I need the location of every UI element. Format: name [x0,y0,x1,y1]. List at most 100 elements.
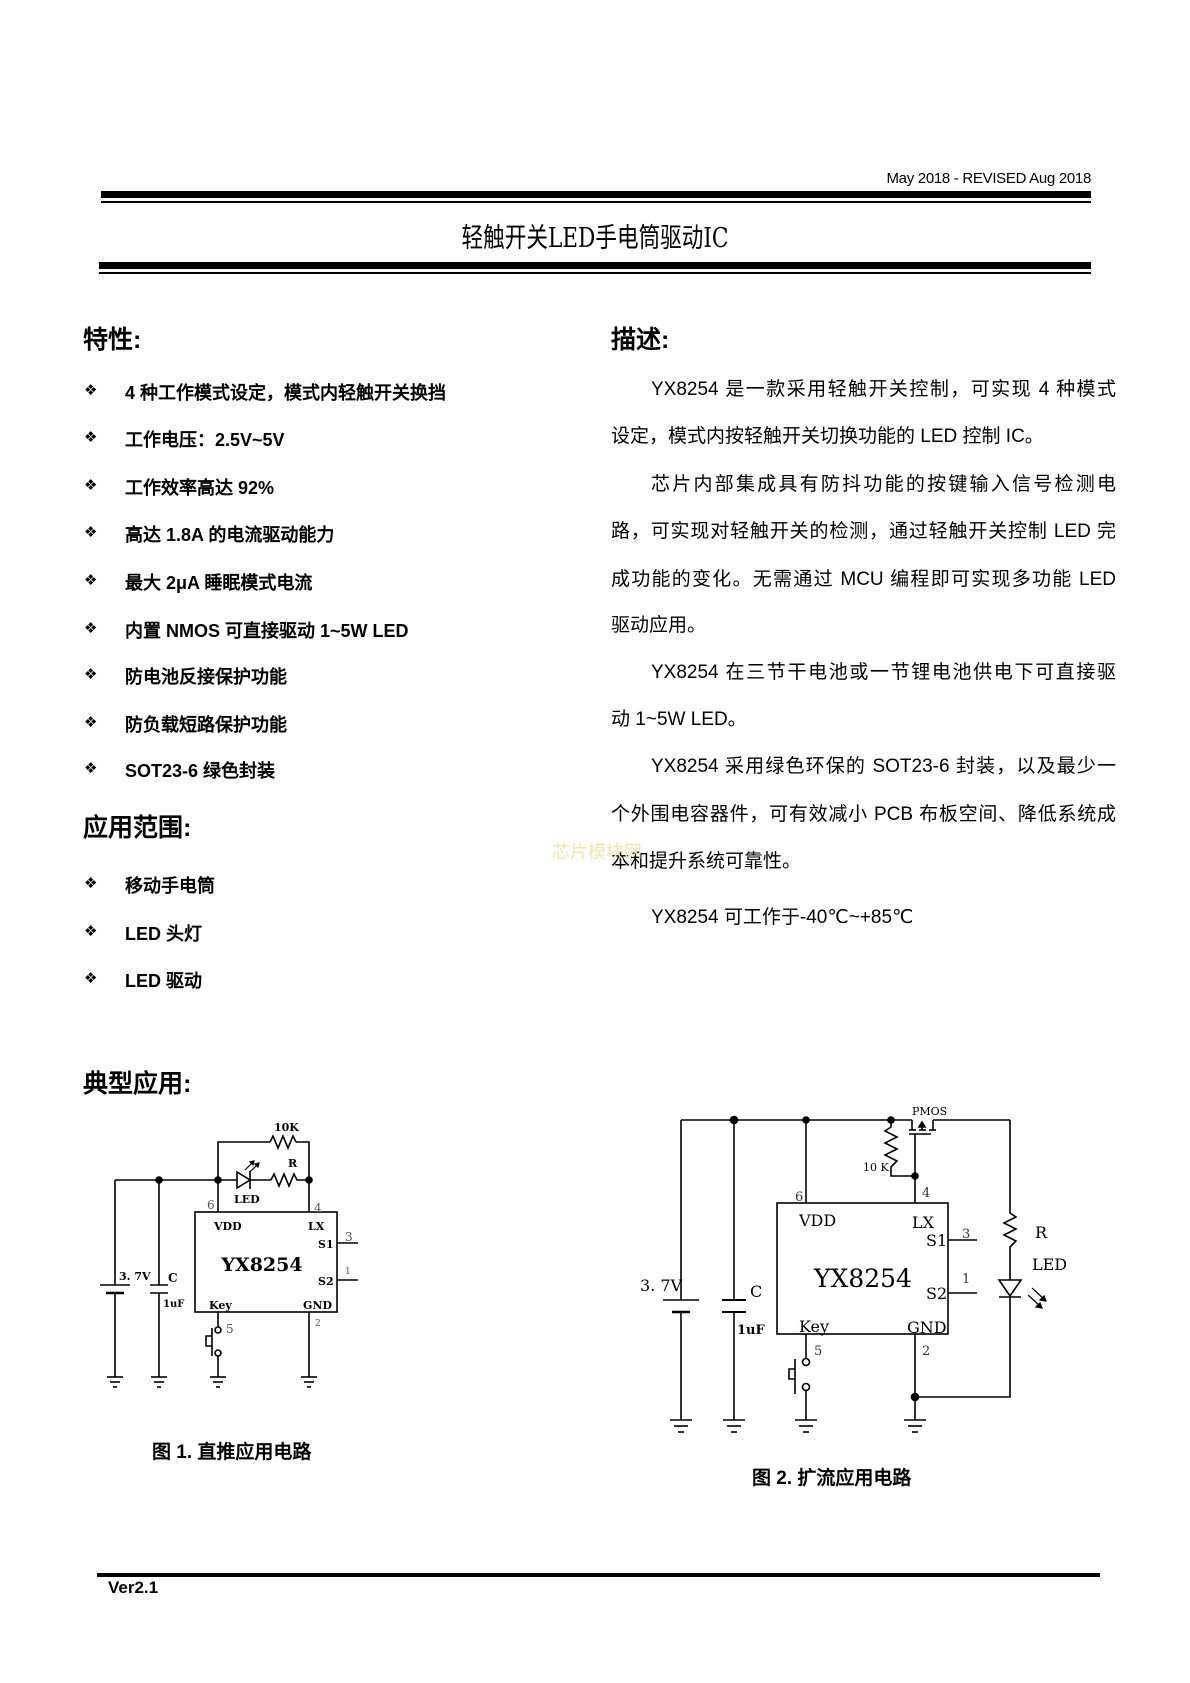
switch-contact [214,1326,222,1334]
label-10k: 10 K [863,1161,889,1174]
chip-yx8254 [194,1211,338,1313]
pin-3: 3 [962,1227,970,1242]
junction-dots [155,1176,313,1184]
description-line: 个外围电容器件，可有效减小 PCB 布板空间、降低系统成 [611,804,1116,825]
label-pmos: PMOS [912,1105,947,1118]
pin-4: 4 [922,1186,930,1201]
watermark: 芯片模块网 [552,842,642,862]
push-button [788,1368,795,1380]
bullet-icon: ❖ [84,923,98,940]
description-line: 动 1~5W LED。 [611,709,747,730]
wire [915,1297,1011,1398]
label-s2: S2 [318,1275,334,1288]
pin-2: 2 [315,1319,321,1329]
description-heading: 描述: [611,326,670,354]
bullet-icon: ❖ [84,714,98,731]
description-line: 设定，模式内按轻触开关切换功能的 LED 控制 IC。 [611,426,1044,447]
label-gnd: GND [907,1318,947,1337]
pmos-transistor [909,1120,936,1203]
ground-icon [151,1376,167,1388]
ground-icon [904,1419,926,1433]
document-title: 轻触开关LED手电筒驱动IC [461,223,729,254]
ground-icon [301,1376,317,1388]
applications-heading: 应用范围: [83,814,192,842]
label-10k: 10K [274,1121,299,1134]
features-heading: 特性: [83,326,142,354]
switch-contact [214,1349,222,1357]
description-line: 本和提升系统可靠性。 [611,851,802,872]
label-key: Key [799,1317,829,1336]
feature-text: SOT23-6 绿色封装 [125,761,276,781]
label-s2: S2 [926,1284,947,1303]
label-r: R [288,1157,298,1170]
switch-contact [801,1382,811,1392]
feature-text: 工作电压：2.5V~5V [125,430,285,450]
label-lx: LX [308,1220,325,1233]
description-line: 成功能的变化。无需通过 MCU 编程即可实现多功能 LED [611,569,1116,590]
label-lx: LX [912,1213,935,1232]
description-line: YX8254 可工作于-40℃~+85℃ [651,907,914,928]
figure-1-schematic: 10K R LED VDD LX S1 S2 Key GND 3. 7V C 1… [100,1121,358,1388]
label-s1: S1 [926,1231,947,1250]
feature-text: 防负载短路保护功能 [125,715,287,735]
pin-3: 3 [345,1230,353,1244]
junction-dots [729,1115,920,1402]
bullet-icon: ❖ [84,524,98,541]
pin-1: 1 [962,1272,970,1287]
feature-text: 防电池反接保护功能 [125,667,287,687]
led-emission-arrows [244,1160,260,1173]
pin-5: 5 [814,1344,822,1359]
description-line: YX8254 采用绿色环保的 SOT23-6 封装，以及最少一 [651,756,1116,777]
pin-5: 5 [226,1322,234,1336]
application-text: 移动手电筒 [125,876,215,896]
label-led: LED [1032,1255,1067,1274]
resistor-r [1002,1120,1018,1280]
label-cap-value: 1uF [163,1299,184,1310]
resistor-10k [269,1133,297,1151]
label-battery: 3. 7V [119,1270,151,1283]
pin-1: 1 [345,1267,351,1277]
label-cap: C [750,1282,762,1301]
feature-text: 4 种工作模式设定，模式内轻触开关换挡 [125,383,447,403]
bullet-icon: ❖ [84,760,98,777]
label-led: LED [234,1193,260,1206]
push-button [205,1335,212,1347]
chip-name: YX8254 [220,1254,302,1276]
bullet-icon: ❖ [84,382,98,399]
ground-icon [723,1419,745,1433]
label-gnd: GND [303,1299,332,1312]
label-cap: C [168,1271,178,1285]
label-battery: 3. 7V [640,1276,683,1295]
header-rule-thin [101,201,1091,203]
label-vdd: VDD [213,1220,242,1233]
ground-icon [795,1419,817,1433]
label-vdd: VDD [798,1211,836,1230]
feature-text: 内置 NMOS 可直接驱动 1~5W LED [125,621,409,641]
description-line: YX8254 是一款采用轻触开关控制，可实现 4 种模式 [651,379,1116,400]
label-key: Key [209,1299,232,1312]
application-text: LED 头灯 [125,924,203,944]
pin-6: 6 [207,1198,215,1212]
pin-2: 2 [922,1344,930,1359]
wire [296,1141,310,1212]
bullet-icon: ❖ [84,875,98,892]
resistor-r [270,1171,309,1189]
bullet-icon: ❖ [84,970,98,987]
bullet-icon: ❖ [84,429,98,446]
led-diode [236,1170,252,1190]
ground-icon [670,1419,692,1433]
led-diode [997,1279,1023,1298]
ground-icon [107,1376,123,1388]
pin-6: 6 [795,1190,803,1205]
bullet-icon: ❖ [84,572,98,589]
header-rule-thick [101,191,1091,198]
description-line: 芯片内部集成具有防抖功能的按键输入信号检测电 [651,474,1116,495]
revision-date: May 2018 - REVISED Aug 2018 [886,170,1091,187]
application-text: LED 驱动 [125,971,203,991]
led-emission-arrows [1027,1287,1047,1309]
title-rule-thick [99,262,1091,269]
chip-name: YX8254 [813,1264,912,1293]
wire [217,1141,270,1180]
description-line: 驱动应用。 [611,615,707,636]
feature-text: 最大 2μA 睡眠模式电流 [125,573,313,593]
